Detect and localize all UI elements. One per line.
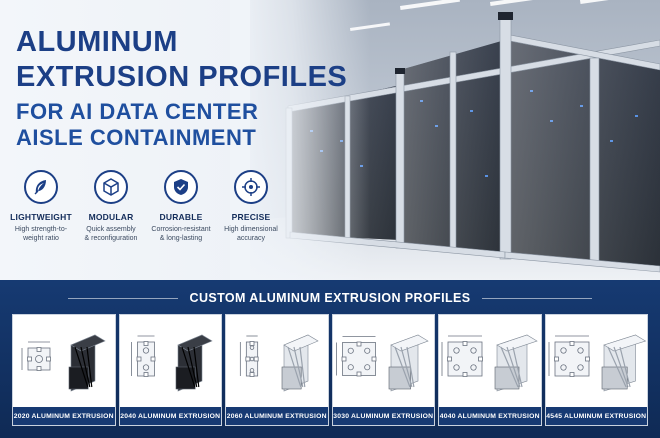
profile-card-2040[interactable]: 2040 ALUMINUM EXTRUSION <box>118 314 222 426</box>
feature-lightweight: LIGHTWEIGHT High strength-to-weight rati… <box>6 170 76 244</box>
profile-label: 4545 ALUMINUM EXTRUSION <box>545 407 647 425</box>
headline: ALUMINUM EXTRUSION PROFILES FOR AI DATA … <box>16 26 348 150</box>
modular-cube-icon <box>94 170 128 204</box>
catalog-title: CUSTOM ALUMINUM EXTRUSION PROFILES <box>189 291 471 305</box>
feature-description: Quick assembly& reconfiguration <box>84 226 138 243</box>
divider <box>67 297 178 299</box>
profile-label: 3030 ALUMINUM EXTRUSION <box>332 407 434 425</box>
profile-card-4040[interactable]: 4040 ALUMINUM EXTRUSION <box>438 314 542 426</box>
feather-icon <box>24 170 58 204</box>
profile-label: 4040 ALUMINUM EXTRUSION <box>439 407 541 425</box>
divider <box>482 297 593 299</box>
catalog-heading-row: CUSTOM ALUMINUM EXTRUSION PROFILES <box>0 289 660 307</box>
feature-title: PRECISE <box>231 212 271 222</box>
profile-card-2020[interactable]: 2020 ALUMINUM EXTRUSION <box>12 314 116 426</box>
profile-label: 2060 ALUMINUM EXTRUSION <box>226 407 328 425</box>
profile-3030-illustration <box>335 334 429 392</box>
headline-line-4: AISLE CONTAINMENT <box>16 125 257 150</box>
crosshair-icon <box>234 170 268 204</box>
profile-card-3030[interactable]: 3030 ALUMINUM EXTRUSION <box>331 314 435 426</box>
feature-title: DURABLE <box>159 212 203 222</box>
profile-2060-illustration <box>239 334 319 392</box>
profile-card-list: 2020 ALUMINUM EXTRUSION 2040 ALUMINUM EX… <box>12 314 649 426</box>
profile-4040-illustration <box>441 334 538 392</box>
headline-line-1: ALUMINUM <box>16 26 178 58</box>
hero-fade-overlay <box>230 0 370 280</box>
hero-banner: ALUMINUM EXTRUSION PROFILES FOR AI DATA … <box>0 0 660 280</box>
headline-line-3: FOR AI DATA CENTER <box>16 99 259 124</box>
headline-line-2: EXTRUSION PROFILES <box>16 61 348 93</box>
profile-card-4545[interactable]: 4545 ALUMINUM EXTRUSION <box>544 314 648 426</box>
feature-title: MODULAR <box>88 212 134 222</box>
shield-icon <box>164 170 198 204</box>
feature-durable: DURABLE Corrosion-resistant& long-lastin… <box>146 170 216 244</box>
profile-catalog: CUSTOM ALUMINUM EXTRUSION PROFILES 2020 … <box>0 280 660 438</box>
feature-description: High strength-to-weight ratio <box>14 226 68 243</box>
profile-label: 2020 ALUMINUM EXTRUSION <box>13 407 115 425</box>
profile-2020-illustration <box>21 334 106 392</box>
profile-label: 2040 ALUMINUM EXTRUSION <box>119 407 221 425</box>
feature-modular: MODULAR Quick assembly& reconfiguration <box>76 170 146 244</box>
profile-2040-illustration <box>130 334 213 392</box>
profile-card-2060[interactable]: 2060 ALUMINUM EXTRUSION <box>225 314 329 426</box>
feature-description: Corrosion-resistant& long-lasting <box>151 226 211 243</box>
feature-list: LIGHTWEIGHT High strength-to-weight rati… <box>6 170 286 244</box>
profile-4545-illustration <box>548 334 646 392</box>
feature-title: LIGHTWEIGHT <box>10 212 72 222</box>
